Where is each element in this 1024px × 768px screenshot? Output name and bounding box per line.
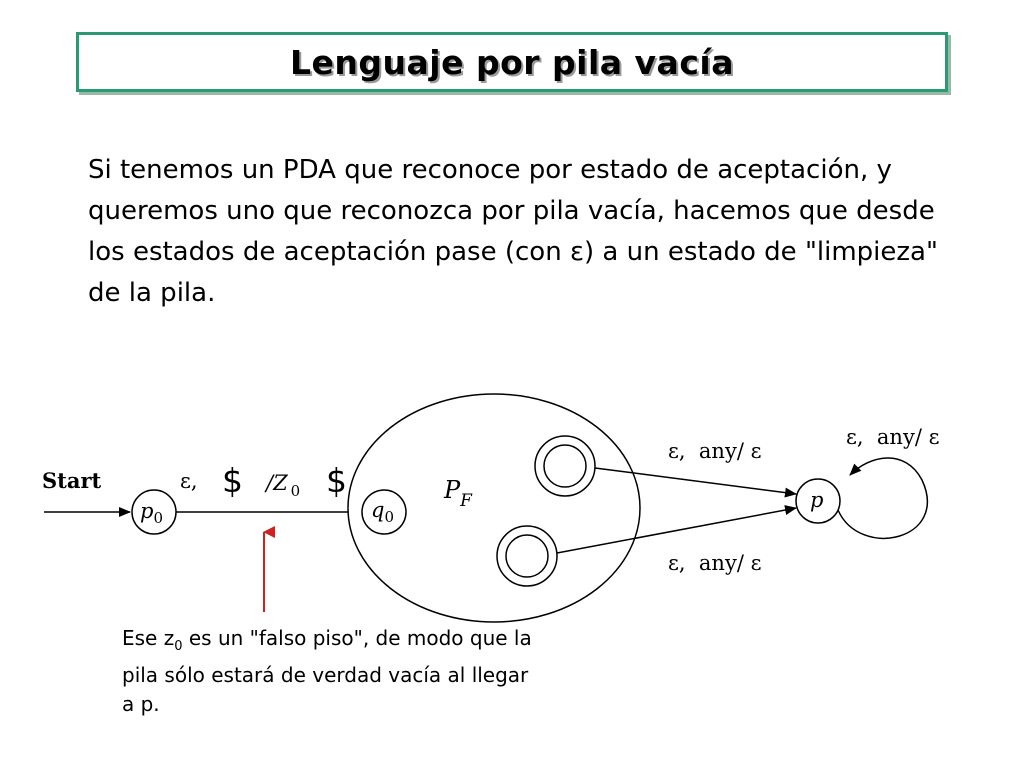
transition-start-dollar-right: $	[326, 461, 347, 500]
state-q0-sub: 0	[384, 508, 394, 526]
transition-bottom-to-p	[556, 505, 797, 554]
note-subscript: 0	[174, 639, 183, 654]
svg-text:q0: q0	[371, 498, 394, 526]
note-suffix: es un "falso piso", de modo que la pila …	[122, 626, 532, 716]
transition-start-dollar-left: $	[222, 461, 243, 500]
state-q0-name: q	[371, 498, 384, 522]
transition-loop-label: ε, any/ ε	[846, 425, 939, 449]
transition-bottom-label: ε, any/ ε	[668, 551, 761, 575]
state-p: p	[795, 478, 841, 524]
state-p0: p0	[131, 489, 177, 535]
state-p-name: p	[810, 488, 823, 512]
transition-top-to-p	[594, 467, 797, 498]
svg-text:/Z0: /Z0	[264, 471, 300, 500]
svg-text:p0: p0	[140, 499, 163, 527]
svg-text:PF: PF	[443, 476, 473, 511]
note-prefix: Ese z	[122, 626, 175, 650]
start-label: Start	[42, 468, 102, 493]
transition-start-epsilon: ε,	[180, 469, 198, 493]
transition-start-slash-z: /Z	[264, 471, 288, 495]
note-text: Ese z0 es un "falso piso", de modo que l…	[122, 624, 542, 719]
state-p0-sub: 0	[153, 509, 163, 527]
transition-start-z-sub: 0	[291, 482, 301, 500]
state-p0-name: p	[140, 499, 153, 523]
self-loop-p	[837, 457, 929, 540]
slide-title: Lenguaje por pila vacía	[290, 42, 734, 82]
pf-region-sub: F	[459, 491, 473, 511]
state-q0: q0	[361, 489, 407, 535]
title-box: Lenguaje por pila vacía	[76, 32, 948, 92]
transition-top-label: ε, any/ ε	[668, 439, 761, 463]
accept-state-top	[534, 435, 596, 497]
accept-state-bottom	[496, 525, 558, 587]
slide-paragraph: Si tenemos un PDA que reconoce por estad…	[88, 155, 938, 308]
pf-region-name: P	[443, 476, 461, 504]
